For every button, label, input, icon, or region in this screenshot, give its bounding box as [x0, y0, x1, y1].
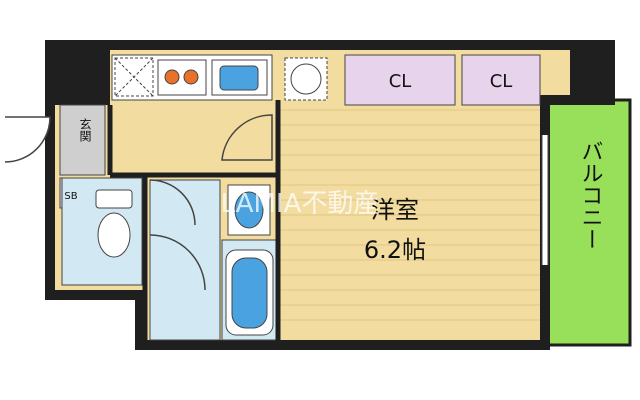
closet-2-label: CL	[490, 71, 513, 92]
watermark-text: LAMIA不動産	[221, 189, 380, 219]
closet-2	[461, 54, 541, 106]
washing-machine-space-icon	[284, 57, 328, 101]
bath-door	[149, 234, 206, 291]
refrigerator-space-icon	[114, 57, 154, 97]
wall-block-top-left	[50, 45, 110, 105]
entrance-label: 玄関	[78, 117, 92, 142]
toilet-icon	[95, 189, 133, 258]
bathtub-icon	[225, 249, 274, 336]
closet-1-label: CL	[389, 71, 412, 92]
room-size-label: 6.2帖	[364, 236, 426, 264]
closet-1	[344, 54, 456, 106]
shoe-box-label: SB	[64, 191, 77, 202]
interior-walls	[107, 100, 281, 345]
balcony-label: バルコニー	[578, 140, 603, 250]
washroom-door	[149, 179, 196, 226]
entrance-door	[4, 116, 51, 163]
entrance-floor	[59, 104, 106, 176]
kitchen-sink-icon	[211, 59, 268, 96]
washbasin-icon	[227, 184, 271, 236]
washroom	[149, 179, 221, 341]
room-name-label: 洋室	[371, 196, 419, 224]
balcony-area	[543, 98, 632, 347]
wall-block-top-right	[570, 45, 610, 100]
room-door	[221, 114, 273, 161]
balcony-window	[541, 135, 549, 265]
stove-icon	[157, 59, 207, 96]
wood-floor-lines	[280, 109, 540, 321]
